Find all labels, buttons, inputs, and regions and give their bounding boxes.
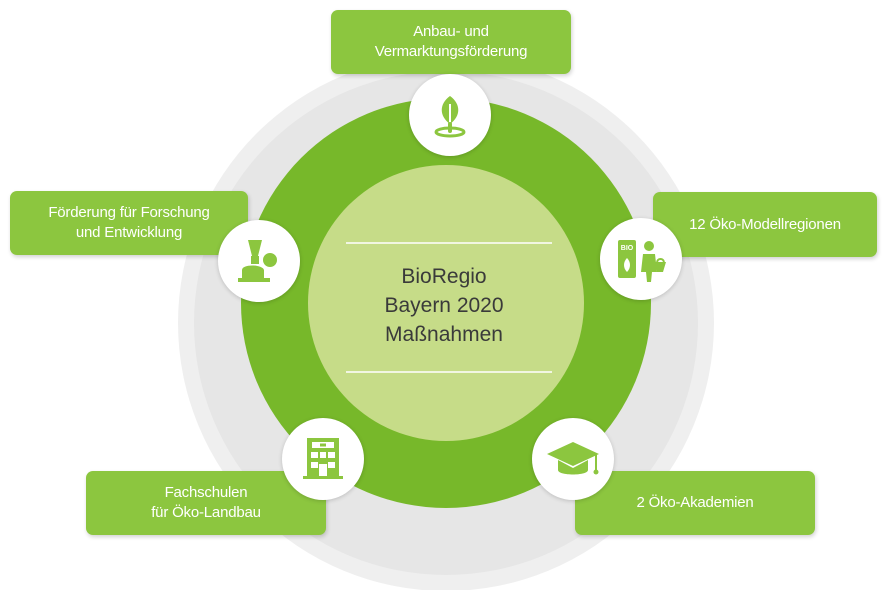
box-anbau-line-2: Vermarktungsförderung — [374, 43, 528, 60]
box-akademien-line-1: 2 Öko-Akademien — [636, 494, 754, 511]
graduation-cap-icon — [532, 418, 614, 500]
box-fachschulen-line-2: für Öko-Landbau — [151, 504, 261, 521]
center-line-2: Bayern 2020 — [384, 294, 504, 317]
center-title: BioRegio Bayern 2020 Maßnahmen — [336, 262, 552, 349]
box-fachschulen-line-1: Fachschulen — [164, 484, 248, 501]
center-line-1: BioRegio — [401, 265, 487, 288]
box-oeko-modellregionen: 12 Öko-Modellregionen — [653, 192, 877, 257]
box-modellregionen-line-1: 12 Öko-Modellregionen — [689, 215, 841, 233]
microscope-icon — [218, 220, 300, 302]
box-oeko-akademien: 2 Öko-Akademien — [575, 471, 815, 535]
box-forschung-line-1: Förderung für Forschung — [48, 204, 210, 221]
box-forschung-entwicklung: Förderung für Forschung und Entwicklung — [10, 191, 248, 255]
svg-text:BIO: BIO — [621, 245, 634, 252]
box-anbau-line-1: Anbau- und — [413, 23, 489, 40]
bio-shop-icon: BIO — [600, 218, 682, 300]
sprout-icon — [409, 74, 491, 156]
box-fachschulen: Fachschulen für Öko-Landbau — [86, 471, 326, 535]
center-line-3: Maßnahmen — [385, 323, 503, 346]
school-building-icon — [282, 418, 364, 500]
box-anbau-vermarktung: Anbau- und Vermarktungsförderung — [331, 10, 571, 74]
box-forschung-line-2: und Entwicklung — [75, 224, 183, 241]
